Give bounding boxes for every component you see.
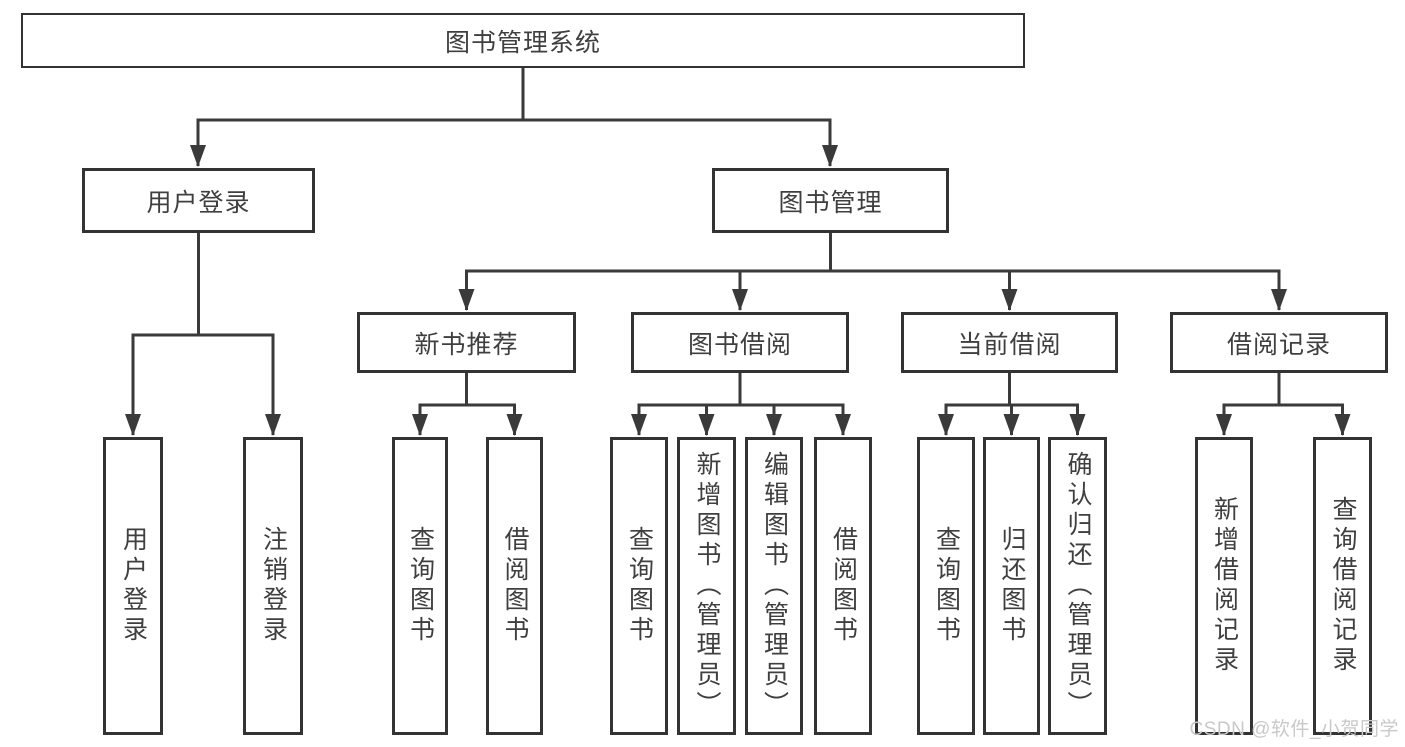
- node-root-label: 图书管理系统: [444, 28, 601, 57]
- connector-root-children: [189, 68, 839, 168]
- connector-borrowing-records-children: [1215, 373, 1351, 437]
- node-book-management: 图书管理: [712, 168, 949, 233]
- node-cb-confirm-return: 确认归还（管理员）: [1048, 437, 1107, 735]
- node-book-borrowing: 图书借阅: [631, 312, 849, 373]
- node-nbr-borrow-books-label: 借阅图书: [501, 526, 529, 646]
- node-cb-query-books-label: 查询图书: [932, 526, 961, 646]
- watermark: CSDN @软件_小贺同学: [1189, 719, 1399, 740]
- connector-book-management-children: [458, 233, 1288, 312]
- node-book-management-label: 图书管理: [778, 188, 883, 217]
- node-borrowing-records: 借阅记录: [1170, 312, 1388, 373]
- node-bb-add-books-label: 新增图书（管理员）: [693, 451, 721, 721]
- node-br-add-record-label: 新增借阅记录: [1210, 496, 1239, 676]
- node-logout-leaf-label: 注销登录: [259, 526, 288, 646]
- node-logout-leaf: 注销登录: [243, 437, 303, 735]
- node-cb-return-books: 归还图书: [983, 437, 1040, 735]
- node-nbr-query-books: 查询图书: [392, 437, 448, 735]
- node-current-borrowing: 当前借阅: [901, 312, 1118, 373]
- node-user-login-leaf-label: 用户登录: [119, 526, 148, 646]
- node-cb-query-books: 查询图书: [917, 437, 975, 735]
- node-br-add-record: 新增借阅记录: [1195, 437, 1253, 735]
- node-current-borrowing-label: 当前借阅: [957, 330, 1062, 359]
- node-user-login-branch: 用户登录: [82, 168, 315, 233]
- node-user-login-branch-label: 用户登录: [146, 188, 251, 217]
- node-nbr-borrow-books: 借阅图书: [486, 437, 543, 735]
- node-new-book-recommend: 新书推荐: [357, 312, 576, 373]
- node-bb-query-books: 查询图书: [610, 437, 668, 735]
- node-bb-add-books: 新增图书（管理员）: [677, 437, 736, 735]
- connector-user-login-children: [124, 233, 282, 437]
- connector-book-borrowing-children: [630, 373, 852, 437]
- node-bb-query-books-label: 查询图书: [625, 526, 654, 646]
- node-cb-confirm-return-label: 确认归还（管理员）: [1064, 451, 1092, 721]
- node-borrowing-records-label: 借阅记录: [1226, 330, 1331, 359]
- node-root: 图书管理系统: [21, 13, 1025, 68]
- node-new-book-recommend-label: 新书推荐: [414, 330, 519, 359]
- node-cb-return-books-label: 归还图书: [998, 526, 1026, 646]
- node-bb-edit-books-label: 编辑图书（管理员）: [760, 451, 789, 721]
- node-bb-borrow-books-label: 借阅图书: [829, 526, 858, 646]
- node-br-query-record-label: 查询借阅记录: [1329, 496, 1357, 676]
- node-bb-borrow-books: 借阅图书: [814, 437, 872, 735]
- connector-new-book-recommend-children: [411, 373, 523, 437]
- node-br-query-record: 查询借阅记录: [1313, 437, 1372, 735]
- node-nbr-query-books-label: 查询图书: [406, 526, 435, 646]
- node-user-login-leaf: 用户登录: [103, 437, 163, 735]
- node-book-borrowing-label: 图书借阅: [687, 330, 792, 359]
- node-bb-edit-books: 编辑图书（管理员）: [745, 437, 803, 735]
- connector-current-borrowing-children: [937, 373, 1086, 437]
